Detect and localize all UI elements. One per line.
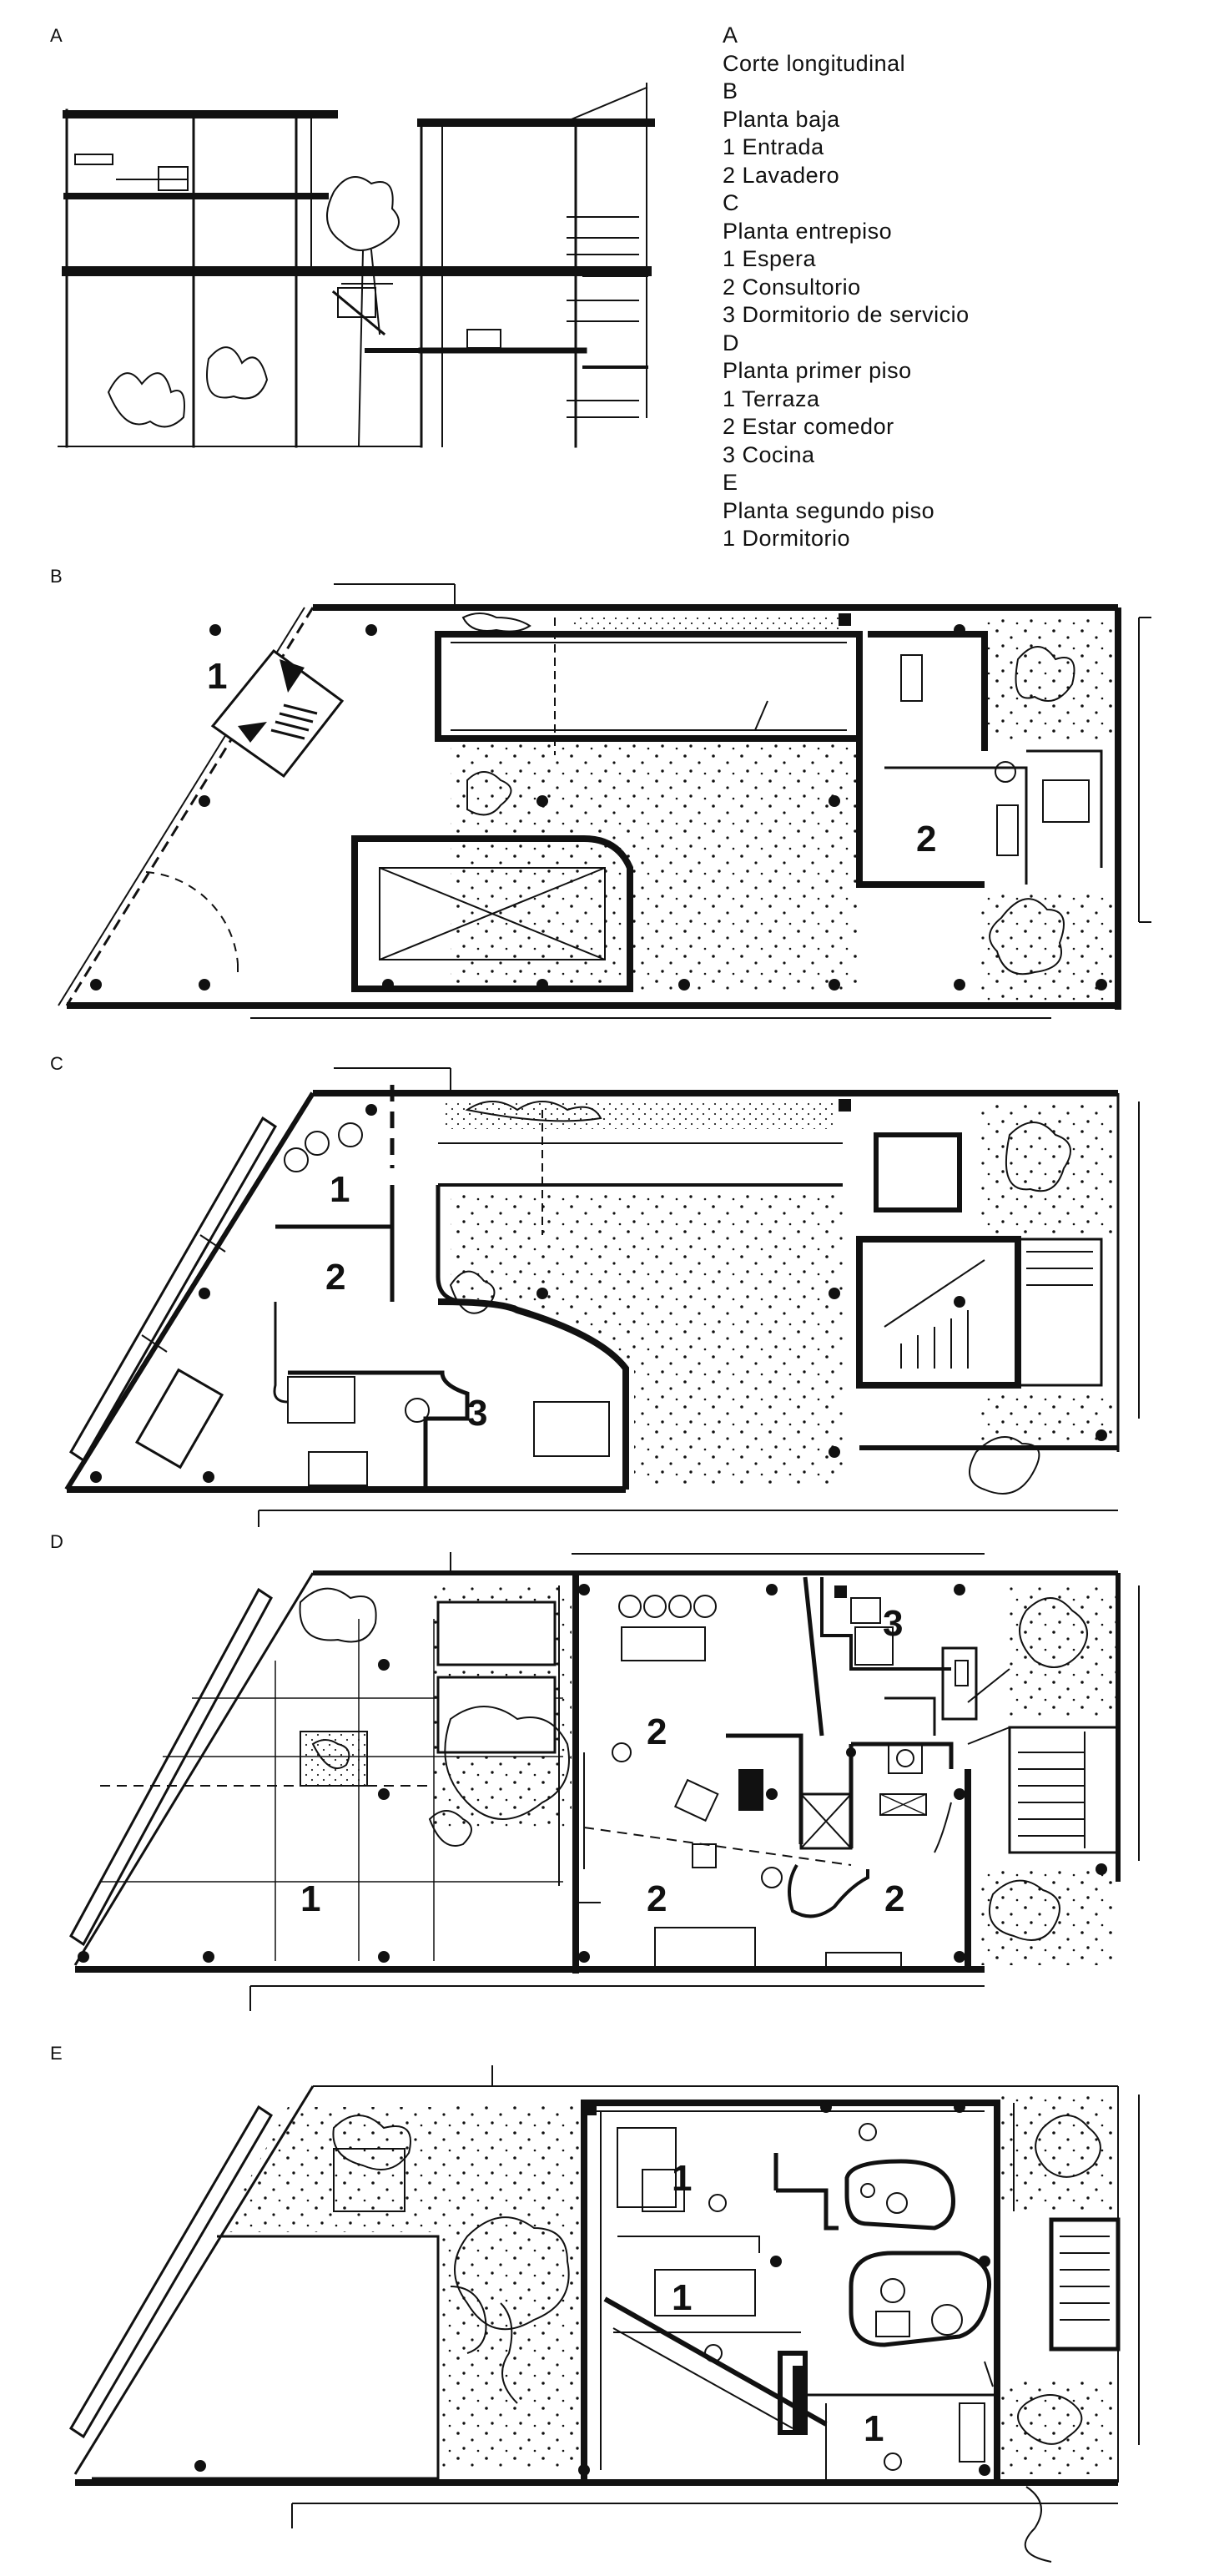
plan-c-drawing [64, 1067, 1140, 1527]
panel-letter-b: B [50, 566, 63, 587]
legend-line: 1 Terraza [723, 386, 820, 411]
panel-letter-d: D [50, 1531, 63, 1552]
legend-line: C [723, 190, 739, 215]
legend-line: B [723, 78, 738, 103]
plan-b-drawing [58, 583, 1151, 1019]
legend-line: A [723, 23, 738, 48]
legend-line: 2 Lavadero [723, 162, 840, 188]
plan-e-drawing [68, 2065, 1140, 2563]
plan-c-room-2: 2 [325, 1257, 345, 1298]
legend-line: 3 Cocina [723, 441, 815, 467]
plan-b-room-2: 2 [916, 819, 936, 860]
plan-d-room-1: 1 [300, 1878, 320, 1919]
plan-c-room-1: 1 [330, 1169, 350, 1210]
panel-letter-a: A [50, 25, 63, 46]
plan-d-drawing [69, 1552, 1140, 2011]
plan-e-room-1a: 1 [672, 2158, 692, 2199]
legend-line: Planta primer piso [723, 358, 912, 383]
plan-d-room-2a: 2 [647, 1711, 667, 1752]
legend-line: 2 Estar comedor [723, 414, 894, 439]
plan-e-room-1c: 1 [864, 2408, 884, 2449]
legend-line: Corte longitudinal [723, 50, 906, 76]
panel-letter-e: E [50, 2043, 63, 2064]
plan-d-room-2c: 2 [884, 1878, 904, 1919]
section-a-drawing [58, 83, 655, 448]
plan-b-room-1: 1 [207, 656, 227, 697]
legend-line: Planta baja [723, 106, 840, 132]
legend-line: Planta segundo piso [723, 497, 935, 523]
legend-line: 2 Consultorio [723, 274, 861, 300]
legend-line: 1 Entrada [723, 134, 824, 159]
panel-letter-c: C [50, 1053, 63, 1074]
plan-c-room-3: 3 [467, 1393, 487, 1434]
legend-line: 3 Dormitorio de servicio [723, 302, 970, 327]
legend-line: D [723, 330, 739, 355]
plan-d-room-3: 3 [883, 1603, 903, 1644]
legend-line: 1 Dormitorio [723, 526, 851, 551]
legend-line: 1 Espera [723, 246, 817, 271]
plan-d-room-2b: 2 [647, 1878, 667, 1919]
legend-line: Planta entrepiso [723, 218, 893, 244]
legend-line: E [723, 470, 738, 495]
plan-e-room-1b: 1 [672, 2277, 692, 2318]
